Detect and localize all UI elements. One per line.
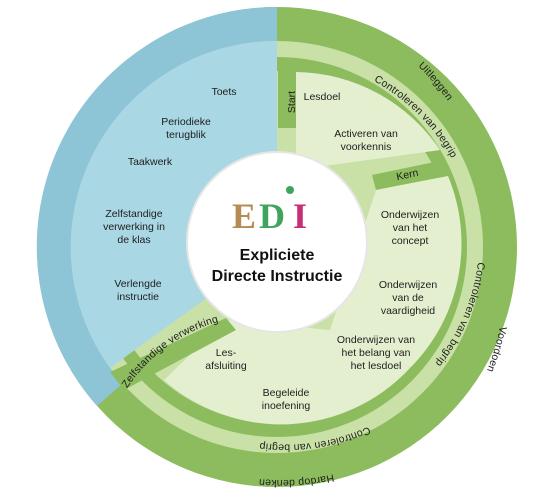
kern-item-2a: Onderwijzen	[379, 279, 438, 291]
kern-item-3b: het belang van	[342, 347, 411, 359]
logo-letter-e: E	[232, 196, 256, 236]
center-title-line2: Directe Instructie	[212, 268, 343, 285]
logo-dot-icon	[286, 186, 294, 194]
start-item-activeren: Activeren van	[334, 128, 398, 140]
blue-item-terugblik: terugblik	[166, 129, 206, 141]
start-item-voorkennis: voorkennis	[341, 141, 392, 153]
bottom-sector	[164, 320, 410, 425]
start-item-lesdoel: Lesdoel	[304, 91, 341, 103]
blue-item-instructie: instructie	[117, 291, 159, 303]
bottom-item-inoefening: inoefening	[262, 400, 311, 412]
kern-item-1a: Onderwijzen	[381, 209, 440, 221]
blue-item-zelfstandige: Zelfstandige	[105, 208, 162, 220]
blue-item-taakwerk: Taakwerk	[128, 156, 173, 168]
start-label: Start	[286, 91, 298, 113]
blue-sector	[70, 40, 278, 368]
kern-band	[372, 160, 448, 190]
kern-item-2b: van de	[392, 292, 424, 304]
kern-item-3a: Onderwijzen van	[337, 334, 415, 346]
edi-logo: E D I	[232, 186, 307, 236]
kern-item-1c: concept	[392, 235, 429, 247]
kern-item-1b: van het	[393, 222, 428, 234]
bottom-item-les: Les-	[216, 347, 237, 359]
bottom-item-afsluiting: afsluiting	[205, 360, 247, 372]
logo-letter-d: D	[259, 196, 285, 236]
kern-label: Kern	[395, 167, 419, 183]
kern-item-3c: het lesdoel	[351, 360, 402, 372]
kern-sector	[330, 176, 462, 368]
blue-item-toets: Toets	[211, 86, 236, 98]
blue-item-verlengde: Verlengde	[114, 278, 161, 290]
zelf-band	[110, 318, 236, 390]
blue-item-verwerking: verwerking in	[103, 221, 165, 233]
start-sector	[296, 72, 440, 170]
blue-item-periodieke: Periodieke	[161, 116, 211, 128]
bottom-item-begeleide: Begeleide	[263, 387, 310, 399]
blue-item-klas: de klas	[117, 234, 150, 246]
center-title-line1: Expliciete	[240, 247, 315, 264]
logo-letter-i: I	[293, 196, 307, 236]
center-circle	[186, 151, 368, 333]
start-bar	[278, 58, 296, 128]
kern-item-2c: vaardigheid	[381, 305, 435, 317]
